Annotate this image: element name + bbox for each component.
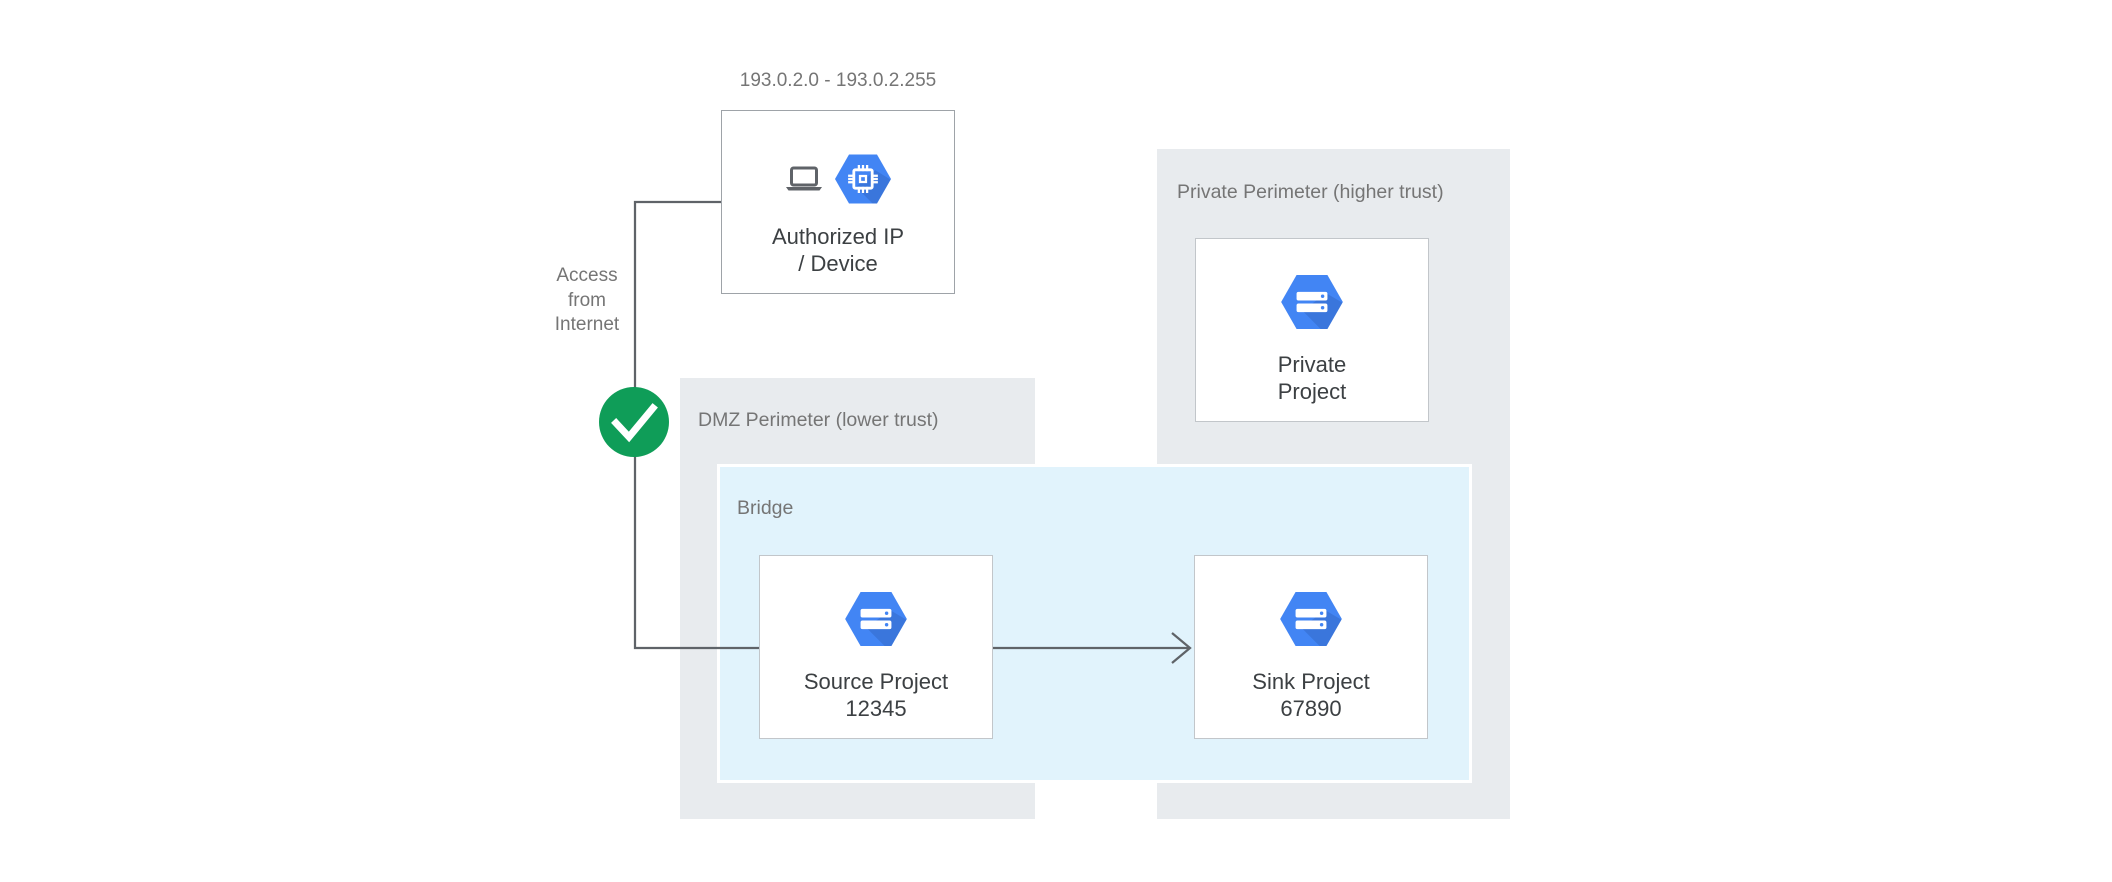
sink-project-label: Sink Project 67890 [1252,669,1370,721]
cloud-project-hexagon-icon [1281,275,1343,329]
authorized-node-label: Authorized IP / Device [771,224,905,276]
cloud-project-hexagon-icon [845,592,907,646]
bridge-label: Bridge [737,497,794,519]
ip-range-label: 193.0.2.0 - 193.0.2.255 [739,70,937,91]
sink-project-node: Sink Project 67890 [1194,555,1428,739]
private-project-label: Private Project [1277,352,1347,404]
dmz-perimeter-label: DMZ Perimeter (lower trust) [698,409,939,431]
authorized-ip-device-node: Authorized IP / Device [721,110,955,294]
private-project-icon-row [1196,275,1428,329]
source-project-node: Source Project 12345 [759,555,993,739]
laptop-icon [785,166,822,190]
check-circle [599,387,669,457]
authorized-node-icons [722,153,954,205]
private-perimeter-label: Private Perimeter (higher trust) [1177,181,1444,203]
source-project-label: Source Project 12345 [803,669,949,721]
cloud-project-hexagon-icon [1280,592,1342,646]
sink-project-icon-row [1195,592,1427,646]
source-project-icon-row [760,592,992,646]
access-from-internet-label: Access from Internet [554,265,620,335]
check-icon [611,403,658,443]
private-project-node: Private Project [1195,238,1429,422]
cloud-compute-hexagon-icon [834,154,891,204]
